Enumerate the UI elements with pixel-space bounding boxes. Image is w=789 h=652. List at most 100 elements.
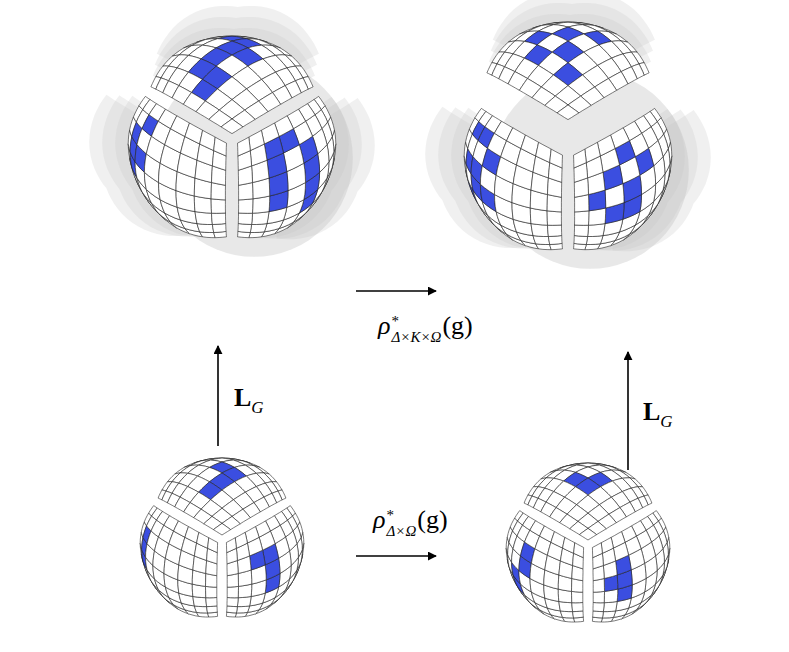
grid-cell [574, 236, 588, 245]
script-stack: *Δ×Ω [386, 508, 416, 540]
grid-cell [602, 611, 615, 618]
grid-cell [252, 212, 269, 225]
grid-cell [572, 603, 583, 612]
map-arrow [356, 290, 436, 292]
lift-arrow [217, 346, 219, 446]
grid-cell [536, 142, 552, 162]
grid-cell [579, 528, 596, 540]
grid-cell [601, 537, 613, 553]
grid-cell [548, 236, 562, 245]
grid-cell [237, 597, 251, 607]
sphere-patch [140, 506, 217, 617]
subscript: Δ×K×Ω [391, 330, 441, 346]
grid-cell [531, 224, 548, 237]
grid-cell [200, 130, 216, 150]
operator-symbol: L [234, 383, 251, 412]
lift-label: LG [643, 399, 673, 425]
grid-cell [197, 224, 214, 233]
grid-cell [226, 538, 236, 553]
grid-cell [533, 236, 550, 245]
grid-cell [227, 586, 238, 597]
sphere-patch [238, 96, 336, 237]
grid-cell [603, 602, 617, 612]
grid-cell [211, 199, 225, 214]
grid-cell [250, 224, 267, 233]
subscript: G [660, 412, 672, 431]
map-label: ρ*Δ×Ω(g) [373, 506, 448, 538]
grid-cell [588, 224, 605, 237]
grid-cell [573, 611, 584, 618]
grid-cell [214, 137, 227, 156]
superscript: * [391, 314, 441, 330]
sphere-shade [491, 71, 689, 269]
grid-cell [239, 199, 253, 214]
grid-cell [563, 537, 575, 553]
grid-cell [593, 591, 604, 602]
grid-cell [592, 543, 602, 558]
cube-sphere [140, 458, 304, 617]
map-label: ρ*Δ×K×Ω(g) [378, 312, 473, 344]
sphere-illustrations [89, 0, 711, 622]
subscript: G [251, 398, 263, 417]
superscript: * [386, 508, 416, 524]
grid-cell [238, 213, 252, 225]
grid-cell [574, 149, 587, 168]
grid-cell [212, 213, 226, 225]
grid-cell [574, 543, 584, 558]
grid-cell [597, 135, 615, 156]
grid-cell [208, 538, 218, 553]
sphere-patch [487, 22, 649, 120]
sphere-patch [128, 96, 226, 237]
subscript: Δ×Ω [386, 524, 416, 540]
grid-cell [572, 591, 583, 602]
grid-cell [238, 224, 252, 233]
grid-cell [261, 123, 279, 144]
grid-cell [236, 606, 249, 613]
cube-sphere [425, 0, 711, 269]
rho-symbol: ρ [378, 311, 390, 340]
grid-cell [195, 212, 212, 225]
argument: (g) [442, 311, 472, 340]
grid-cell [557, 105, 579, 120]
grid-cell [194, 606, 207, 613]
grid-cell [574, 225, 588, 237]
sphere-patch [592, 511, 669, 622]
rho-symbol: ρ [373, 505, 385, 534]
grid-cell [221, 119, 243, 134]
grid-cell [206, 598, 217, 607]
grid-cell [193, 597, 207, 607]
grid-cell [197, 532, 209, 548]
sphere-patch [574, 108, 672, 249]
cube-sphere [89, 6, 375, 257]
grid-cell [585, 142, 601, 162]
grid-cell [575, 211, 589, 226]
grid-cell [207, 606, 218, 613]
grid-cell [586, 236, 603, 245]
operator-symbol: L [643, 397, 660, 426]
grid-cell [548, 225, 562, 237]
grid-cell [521, 135, 539, 156]
sphere-shade [155, 59, 353, 257]
grid-cell [235, 532, 247, 548]
grid-cell [212, 224, 226, 233]
grid-cell [249, 130, 264, 150]
lift-label: LG [234, 385, 264, 411]
sphere-patch [464, 108, 562, 249]
grid-cell [185, 123, 203, 144]
grid-cell [593, 611, 604, 618]
lift-arrow [627, 352, 629, 470]
grid-cell [227, 606, 238, 613]
grid-cell [227, 598, 238, 607]
grid-cell [547, 211, 561, 226]
argument: (g) [417, 505, 447, 534]
grid-cell [550, 149, 563, 168]
cube-sphere [506, 463, 670, 622]
grid-cell [559, 602, 573, 612]
script-stack: *Δ×K×Ω [391, 314, 441, 346]
sphere-patch [226, 506, 303, 617]
grid-cell [593, 603, 604, 612]
sphere-patch [506, 511, 583, 622]
grid-cell [560, 611, 573, 618]
grid-cell [213, 523, 230, 535]
